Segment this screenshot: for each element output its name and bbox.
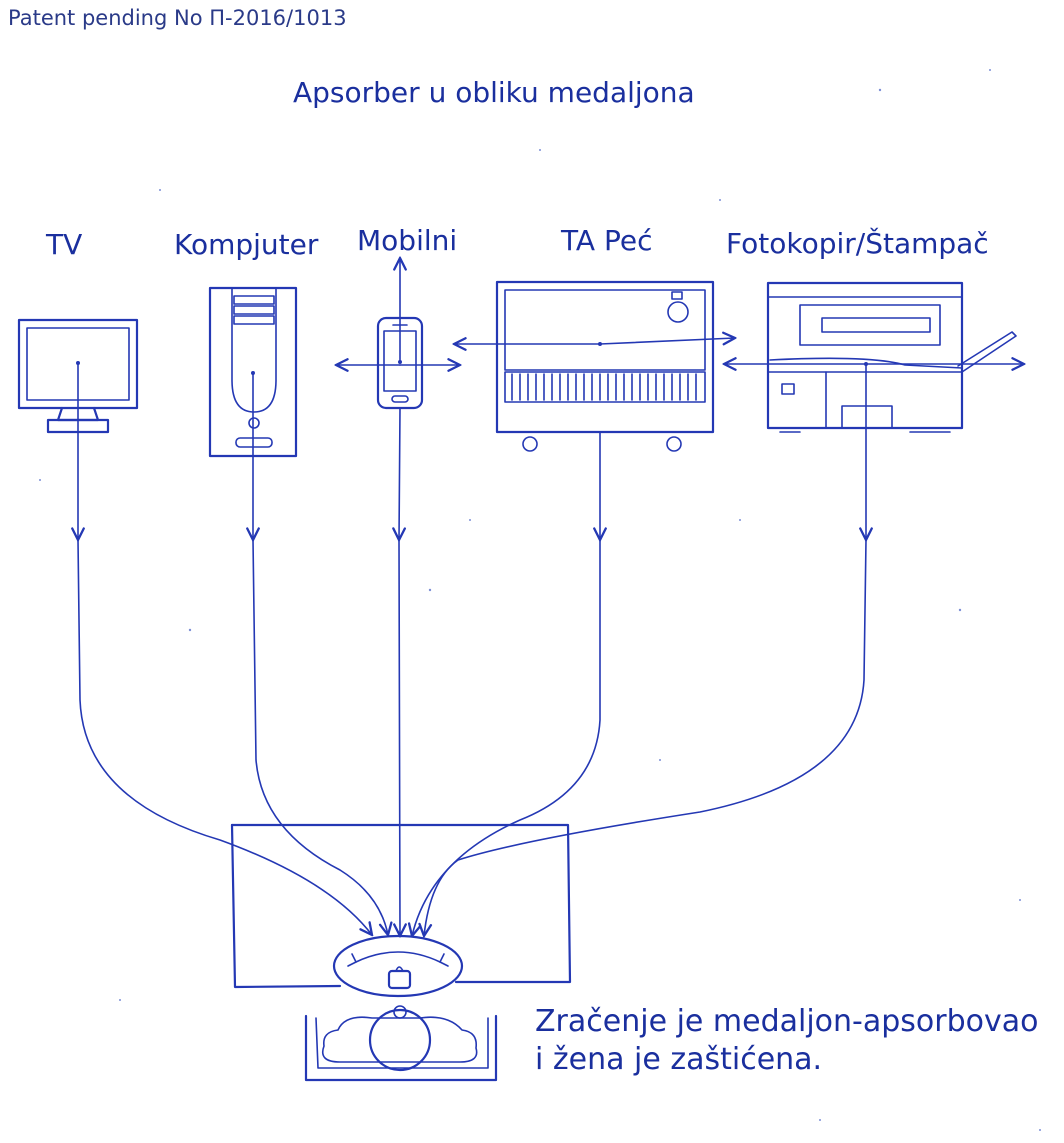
caption-line-1: Zračenje je medaljon-apsorbovao — [535, 1004, 1039, 1039]
storage-heater-icon — [454, 280, 735, 452]
paper-specks — [39, 69, 1041, 1131]
label-photocopier: Fotokopir/Štampač — [726, 227, 989, 260]
room-frame — [230, 823, 572, 989]
mobile-phone-icon — [336, 258, 460, 410]
photocopier-icon — [724, 281, 1024, 433]
radiation-paths — [78, 362, 866, 936]
label-tv: TV — [46, 228, 83, 261]
diagram-title: Apsorber u obliku medaljona — [293, 76, 695, 109]
caption-line-2: i žena je zaštićena. — [535, 1042, 823, 1077]
caption: Zračenje je medaljon-apsorbovao i žena j… — [535, 1003, 1039, 1079]
woman-figure-icon — [304, 1005, 498, 1082]
label-heater: TA Peć — [561, 224, 653, 257]
label-mobile: Mobilni — [357, 224, 458, 257]
patent-note: Patent pending No П-2016/1013 — [8, 6, 347, 30]
medallion-absorber-icon — [332, 934, 464, 998]
label-computer: Kompjuter — [174, 228, 319, 261]
